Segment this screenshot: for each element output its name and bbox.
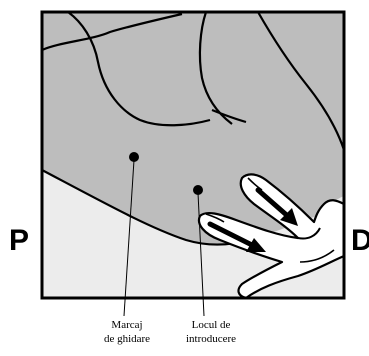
- side-label-p: P: [9, 226, 29, 256]
- guide-mark-callout: Marcaj de ghidare: [86, 318, 168, 346]
- side-label-d: D: [351, 226, 369, 256]
- insertion-site-label-line1: Locul de: [168, 318, 254, 332]
- guide-mark-label-line2: de ghidare: [86, 332, 168, 346]
- insertion-site-label-line2: introducere: [168, 332, 254, 346]
- guide-mark-label-line1: Marcaj: [86, 318, 168, 332]
- insertion-site-callout: Locul de introducere: [168, 318, 254, 346]
